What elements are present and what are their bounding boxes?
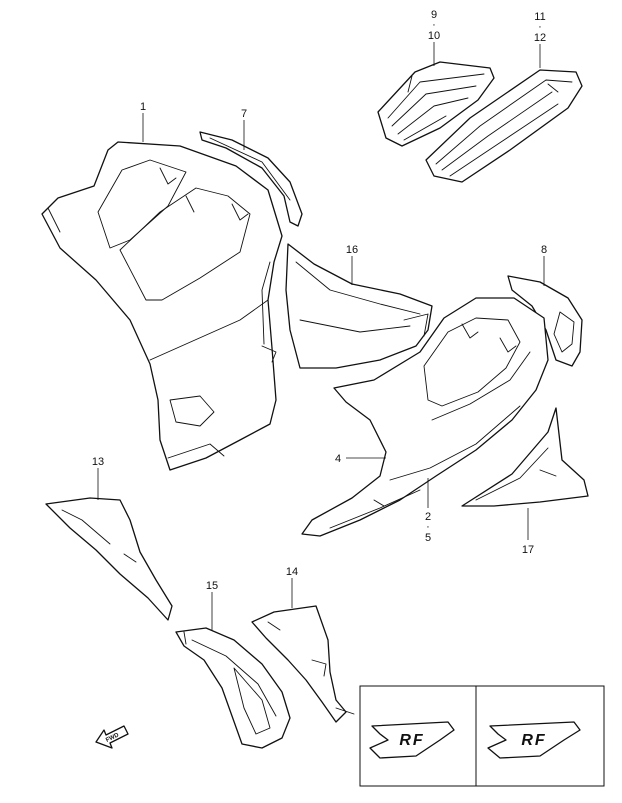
part-under-cover [461,407,589,507]
part-lower-panel-15 [175,627,291,749]
callout-8: 8 [541,244,547,256]
callout-2-dot: · [426,521,430,533]
callout-17: 17 [522,544,534,556]
part-vent-left [377,61,495,147]
part-trim-strip [199,131,303,227]
callout-5: 5 [425,532,431,544]
callout-11: 11 [534,11,545,23]
callout-10: 10 [428,30,440,42]
callout-11-dot: · [538,21,542,33]
part-inner-panel [285,243,433,369]
callout-7: 7 [241,108,247,120]
part-upper-cowling [41,141,283,471]
emblem-left-text: RF [399,732,424,749]
emblem-left: RF [369,721,455,759]
part-vent-right [425,69,583,183]
emblem-box-group: RF RF [359,685,605,787]
part-lower-cowling [301,297,549,537]
callout-12: 12 [534,32,546,44]
callout-15: 15 [206,580,218,592]
callout-2: 2 [425,511,431,523]
part-side-cover [507,275,583,367]
callout-1: 1 [140,101,146,113]
emblem-right: RF [487,721,581,759]
callout-9-dot: · [432,19,436,31]
part-bracket-14 [251,605,355,723]
callout-9: 9 [431,9,437,21]
callout-16: 16 [346,244,358,256]
emblem-right-text: RF [521,732,546,749]
fwd-label: FWD [105,732,121,744]
fwd-arrow-icon: FWD [95,725,129,749]
part-side-panel-13 [45,497,173,621]
callout-4: 4 [335,453,341,465]
callout-13: 13 [92,456,104,468]
callout-14: 14 [286,566,298,578]
